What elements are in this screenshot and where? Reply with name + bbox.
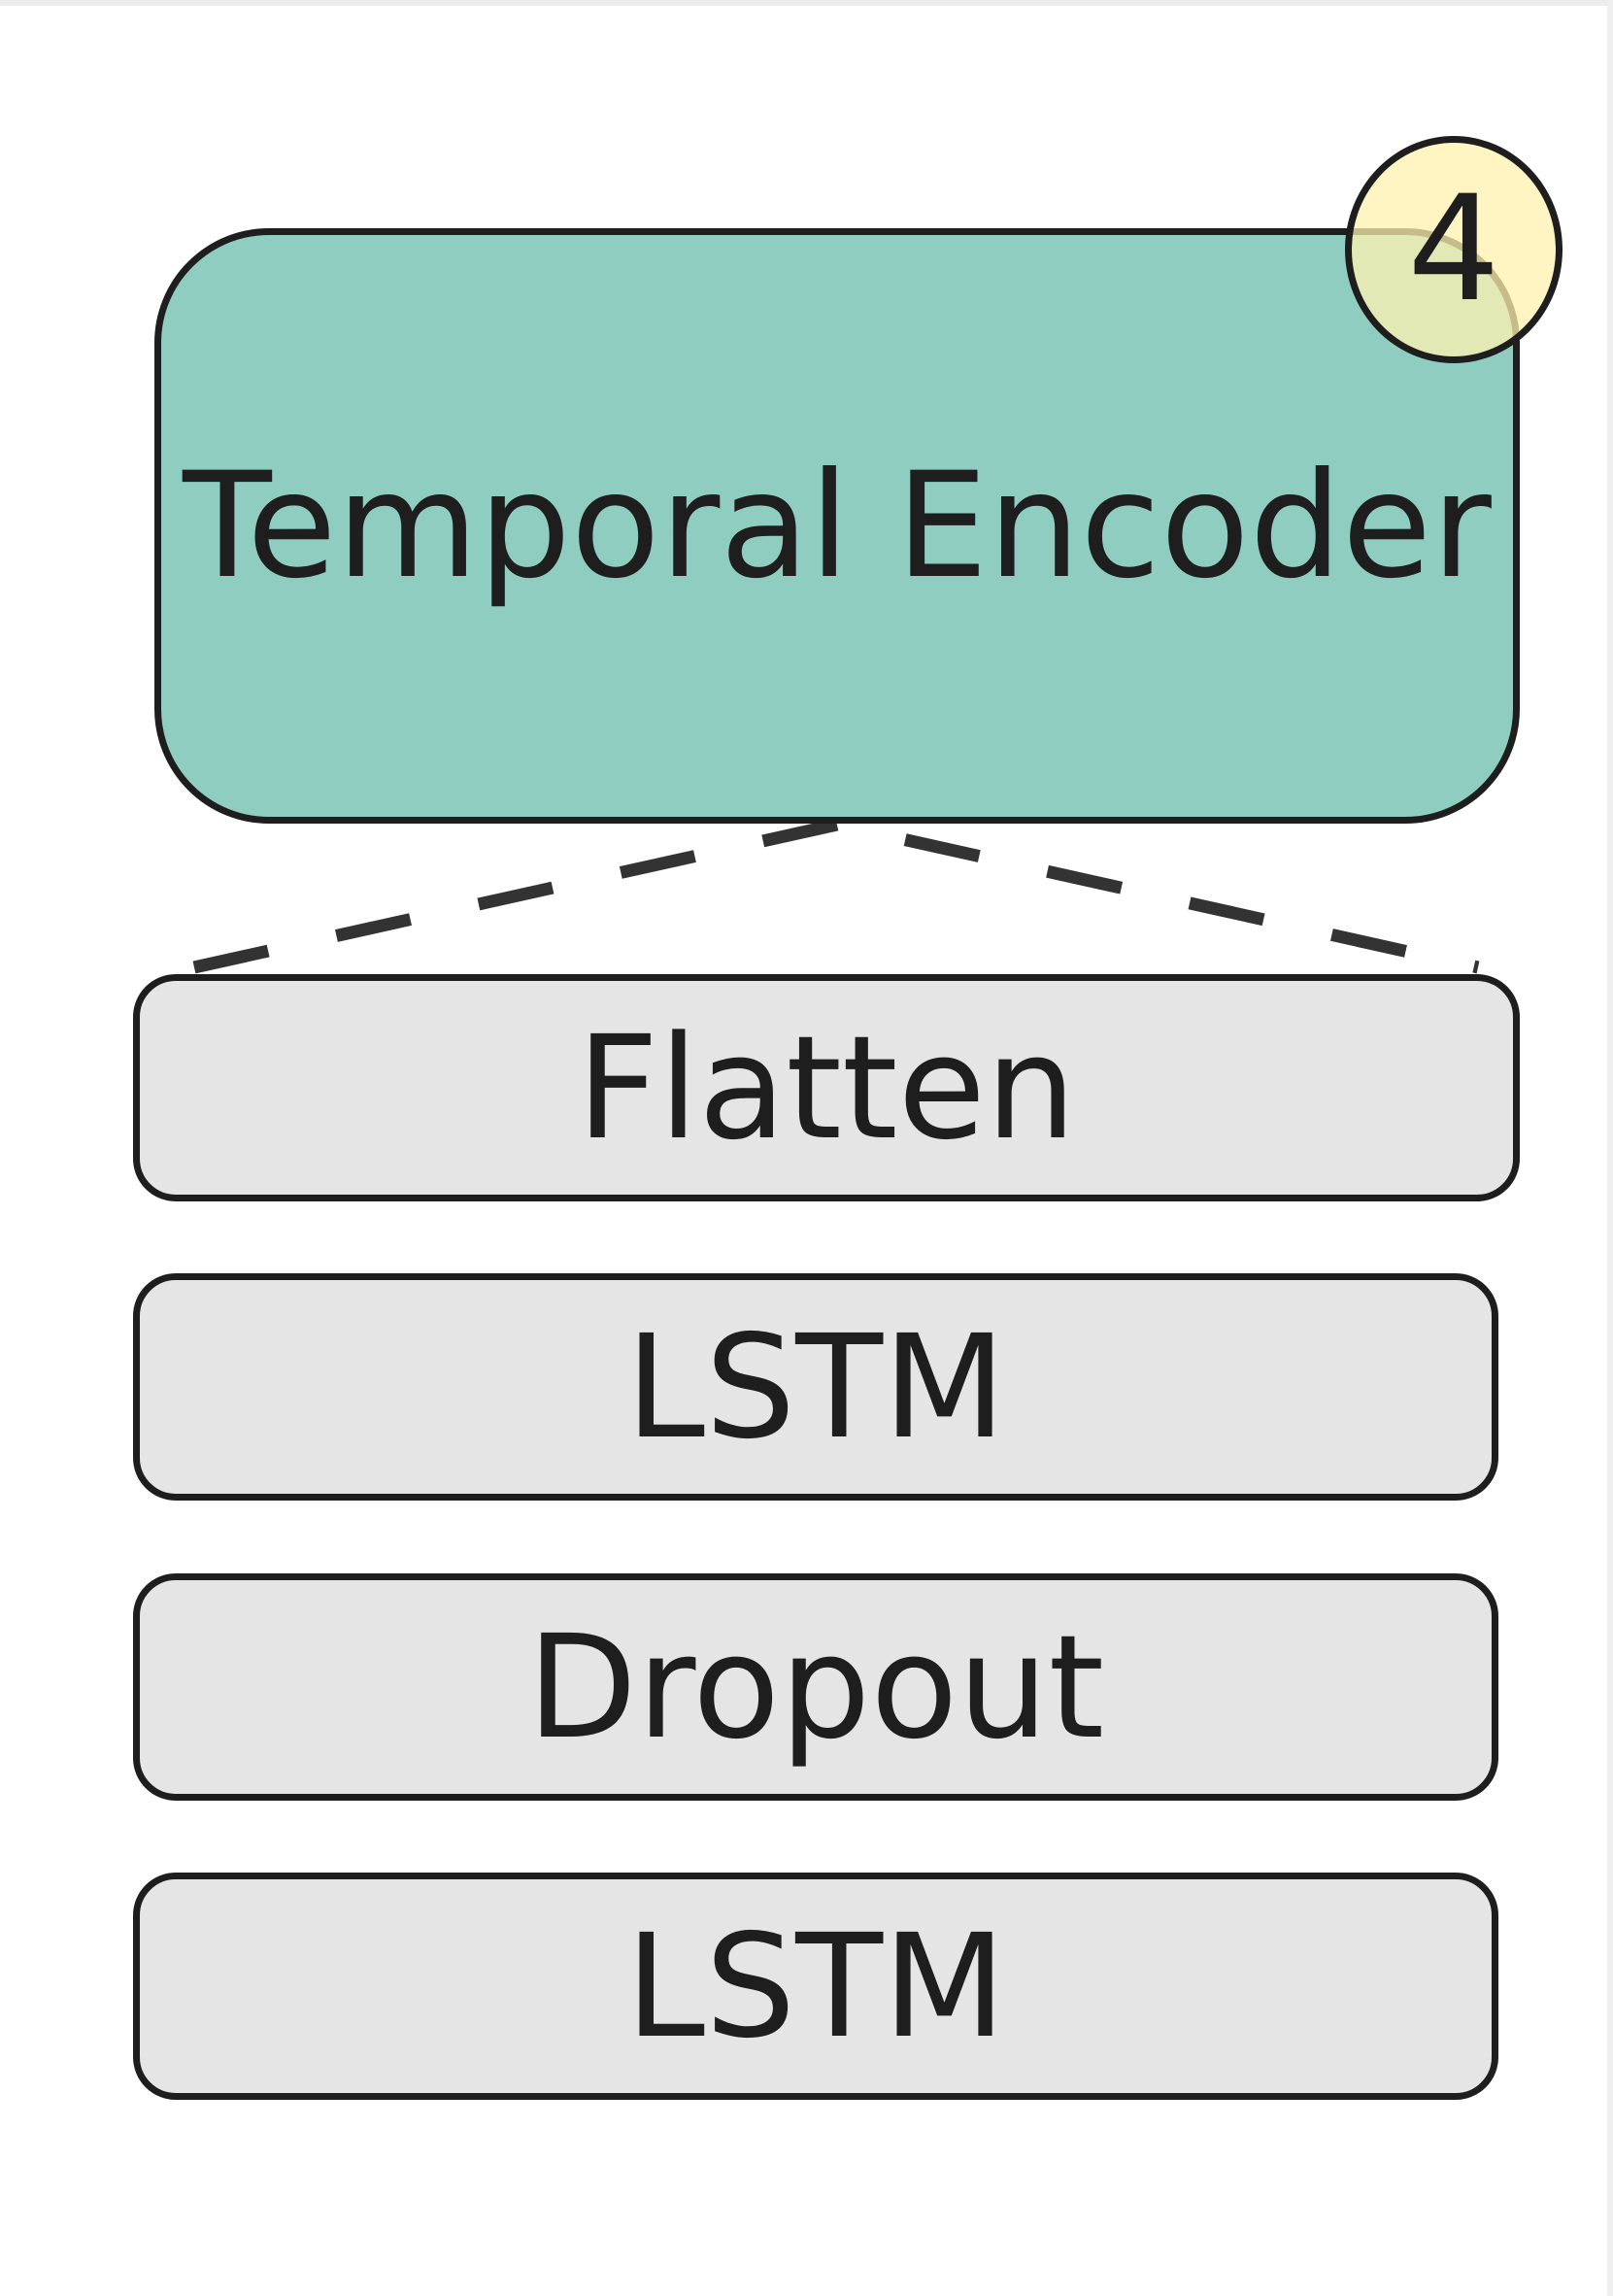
layer-lstm-1[interactable]: LSTM (133, 1273, 1498, 1501)
layer-lstm-2[interactable]: LSTM (133, 1873, 1498, 2100)
top-edge-strip (0, 0, 1613, 6)
layer-flatten-label: Flatten (576, 1004, 1077, 1171)
right-edge-strip (1607, 0, 1613, 2296)
layer-dropout[interactable]: Dropout (133, 1573, 1498, 1801)
layer-lstm-1-label: LSTM (625, 1303, 1006, 1470)
expansion-dashed-lines (192, 818, 1480, 974)
temporal-encoder-node[interactable]: Temporal Encoder (154, 228, 1520, 824)
layer-flatten[interactable]: Flatten (133, 974, 1520, 1201)
layer-lstm-2-label: LSTM (625, 1903, 1006, 2070)
step-number-badge: 4 (1345, 136, 1563, 363)
layer-dropout-label: Dropout (526, 1604, 1105, 1771)
temporal-encoder-label: Temporal Encoder (183, 441, 1492, 611)
step-number: 4 (1407, 165, 1500, 334)
